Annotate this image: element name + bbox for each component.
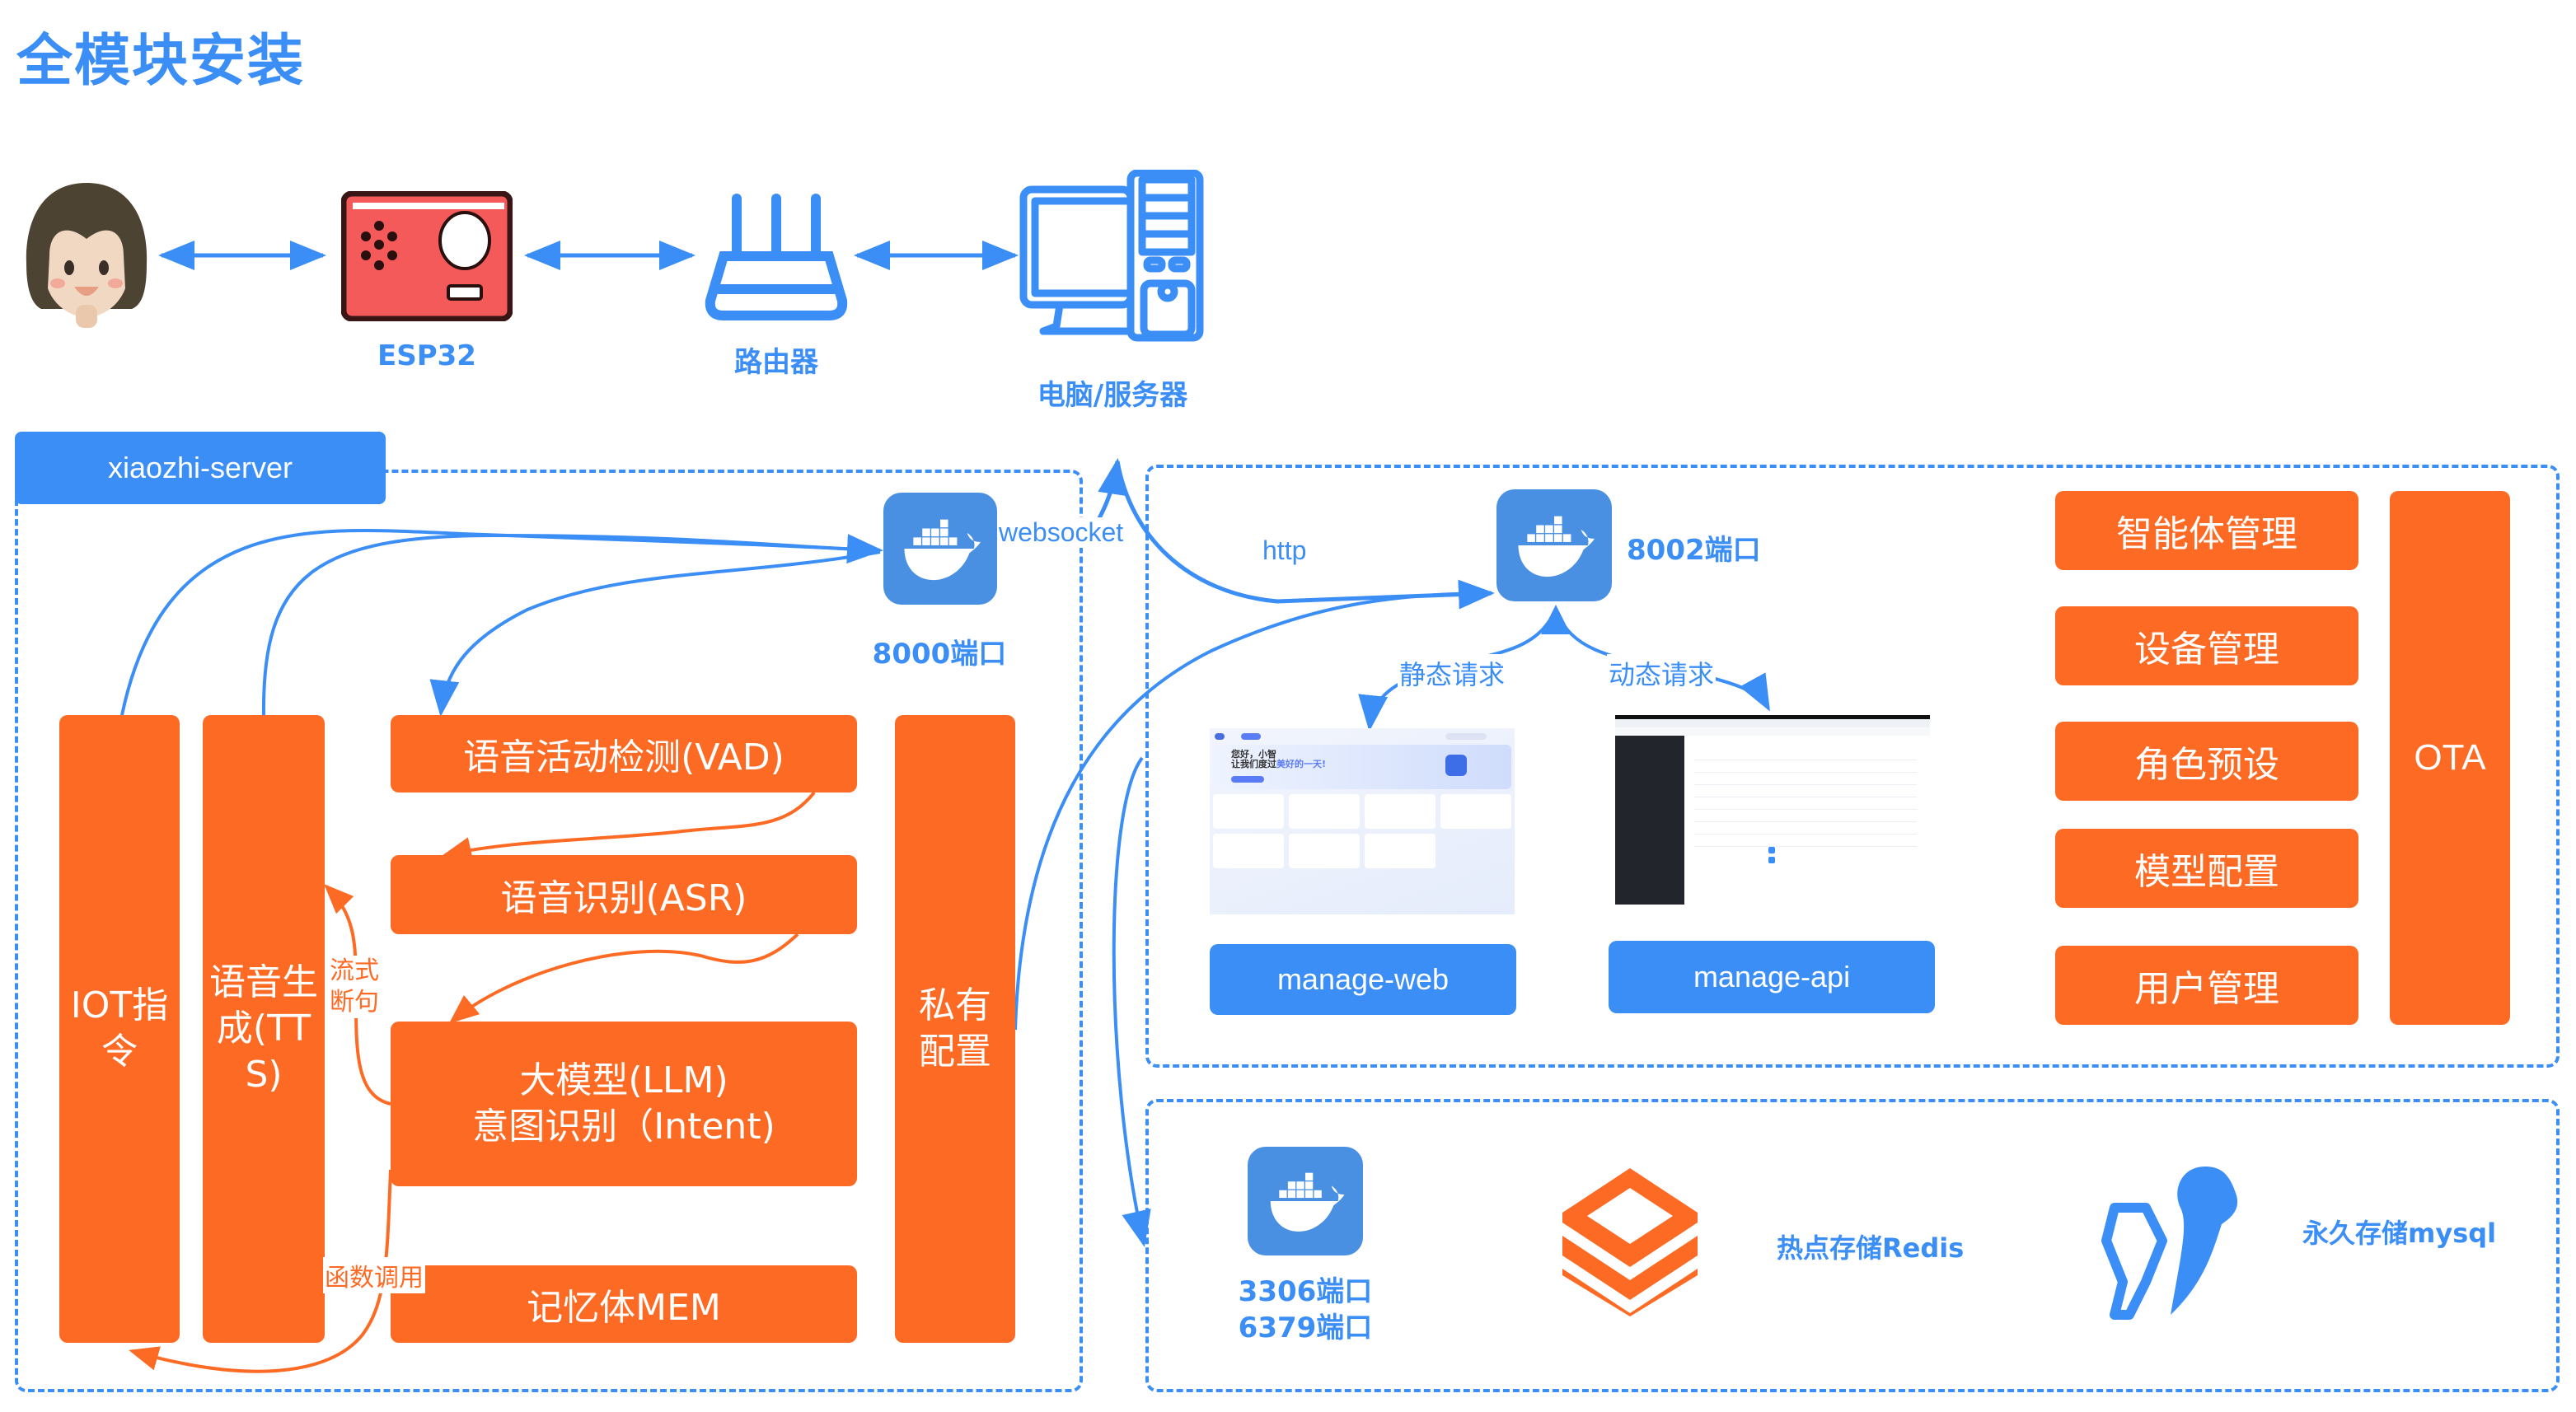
module-role-presets-label: 角色预设 — [2134, 744, 2279, 786]
storage-container — [1145, 1099, 2560, 1392]
router-label: 路由器 — [734, 346, 818, 379]
module-vad: 语音活动检测(VAD) — [391, 715, 857, 792]
thumb-api-form — [1694, 748, 1917, 855]
module-private-config: 私有配置 — [895, 715, 1015, 1343]
thumb-web-greeting: 您好，小智 让我们度过美好的一天! — [1231, 750, 1326, 769]
module-user-management-label: 用户管理 — [2134, 968, 2279, 1010]
module-asr-label: 语音识别(ASR) — [500, 877, 747, 919]
mysql-label: 永久存储mysql — [2302, 1218, 2497, 1249]
router-icon — [702, 194, 850, 321]
module-intent-label: 意图识别（Intent) — [472, 1106, 775, 1148]
module-iot-label: IOT指令 — [70, 984, 169, 1073]
xiaozhi-server-label: xiaozhi-server — [15, 432, 386, 504]
module-llm: 大模型(LLM) 意图识别（Intent) — [391, 1022, 857, 1186]
computer-server-icon — [1019, 169, 1205, 343]
computer-server-label: 电脑/服务器 — [1037, 379, 1188, 412]
module-model-config: 模型配置 — [2055, 829, 2358, 908]
mysql-icon — [2098, 1158, 2271, 1323]
thumb-web-topbar — [1215, 733, 1510, 740]
websocket-label: websocket — [997, 517, 1126, 548]
storage-port-6379-label: 6379端口 — [1238, 1311, 1373, 1344]
module-device-management: 设备管理 — [2055, 606, 2358, 685]
esp32-device-icon — [340, 190, 513, 322]
module-mem: 记忆体MEM — [391, 1265, 857, 1343]
thumb-greeting-line1: 您好，小智 — [1231, 749, 1276, 760]
arrow-manager-to-storage — [1112, 756, 1151, 1247]
module-ota: OTA — [2390, 491, 2510, 1025]
module-mem-label: 记忆体MEM — [527, 1287, 721, 1329]
function-call-label: 函数调用 — [323, 1257, 425, 1293]
docker-storage-icon — [1248, 1147, 1363, 1255]
manage-web-screenshot: 您好，小智 让我们度过美好的一天! — [1210, 728, 1515, 914]
module-model-config-label: 模型配置 — [2134, 851, 2279, 893]
manager-container — [1145, 465, 2560, 1068]
module-iot: IOT指令 — [59, 715, 180, 1343]
stream-break-label: 流式断句 — [328, 956, 392, 1018]
docker-8002-icon — [1496, 489, 1612, 601]
module-llm-label: 大模型(LLM) — [519, 1059, 728, 1101]
module-user-management: 用户管理 — [2055, 946, 2358, 1025]
module-vad-label: 语音活动检测(VAD) — [463, 736, 785, 778]
module-agent-management: 智能体管理 — [2055, 491, 2358, 570]
docker-8002-port-label: 8002端口 — [1627, 534, 1761, 567]
module-role-presets: 角色预设 — [2055, 722, 2358, 801]
redis-label: 热点存储Redis — [1777, 1232, 1965, 1264]
storage-port-3306-label: 3306端口 — [1238, 1275, 1373, 1308]
xiaozhi-server-container — [15, 470, 1083, 1392]
module-tts-label: 语音生成(TTS) — [209, 961, 318, 1096]
user-avatar-icon — [16, 181, 157, 330]
static-request-label: 静态请求 — [1398, 654, 1507, 692]
thumb-web-banner: 您好，小智 让我们度过美好的一天! — [1213, 745, 1511, 789]
module-asr: 语音识别(ASR) — [391, 855, 857, 934]
module-tts: 语音生成(TTS) — [203, 715, 325, 1343]
module-ota-label: OTA — [2414, 737, 2486, 778]
dynamic-request-label: 动态请求 — [1607, 654, 1717, 692]
manage-api-button[interactable]: manage-api — [1609, 941, 1935, 1013]
docker-8000-port-label: 8000端口 — [872, 638, 1007, 671]
module-private-config-label: 私有配置 — [919, 984, 991, 1073]
thumb-api-sidebar — [1615, 736, 1684, 905]
docker-8000-icon — [883, 493, 997, 605]
module-device-management-label: 设备管理 — [2134, 629, 2279, 671]
thumb-greeting-line2b: 美好的一天! — [1276, 759, 1327, 769]
thumb-greeting-line2a: 让我们度过 — [1231, 759, 1276, 769]
thumb-web-cards — [1213, 794, 1511, 877]
module-agent-management-label: 智能体管理 — [2116, 513, 2297, 555]
manage-api-screenshot — [1615, 715, 1930, 905]
esp32-label: ESP32 — [377, 339, 476, 372]
redis-icon — [1562, 1168, 1698, 1316]
manage-web-button[interactable]: manage-web — [1210, 944, 1516, 1015]
page-title: 全模块安装 — [16, 29, 306, 94]
http-label: http — [1261, 535, 1309, 566]
